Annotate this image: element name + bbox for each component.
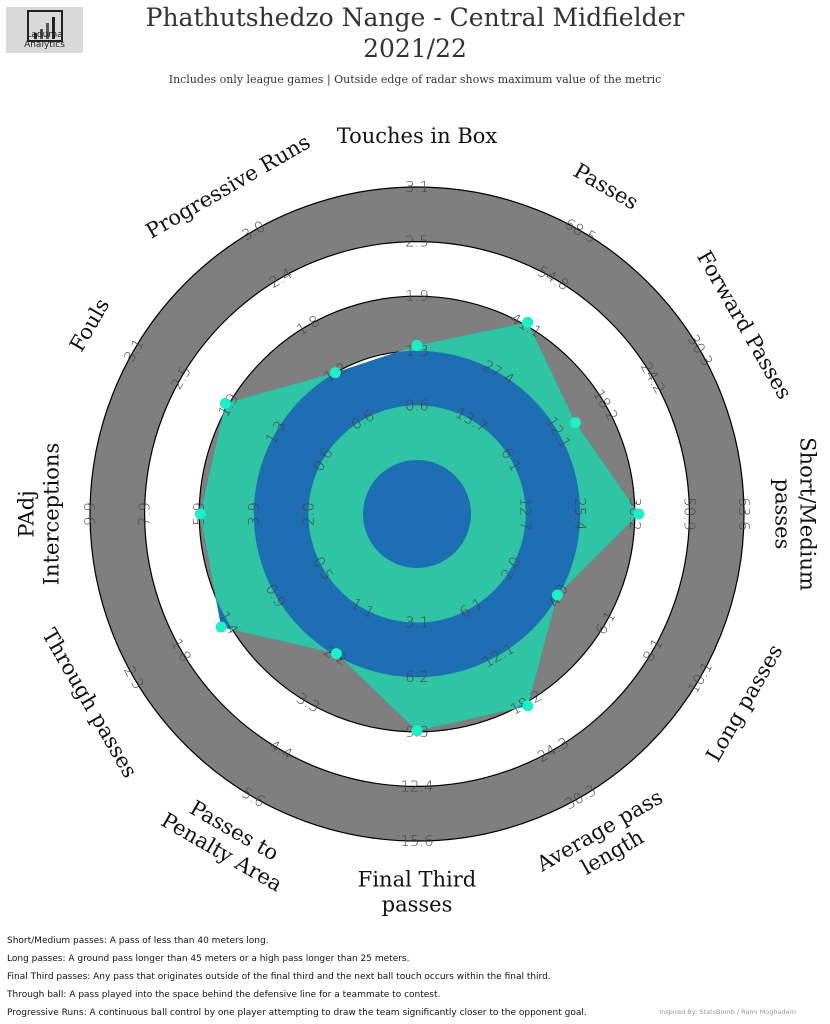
note-line: Short/Medium passes: A pass of less than… xyxy=(7,936,269,946)
tick-label: 0.6 xyxy=(405,396,429,414)
value-markers xyxy=(194,316,645,737)
axis-label-line: Short/Medium xyxy=(796,437,820,591)
tick-label: 12.7 xyxy=(517,497,535,530)
title-line-1: Phathutshedzo Nange - Central Midfielder xyxy=(145,3,685,32)
logo-bars-icon xyxy=(27,10,63,42)
note-line: Through ball: A pass played into the spa… xyxy=(7,990,441,1000)
axis-label-line: Final Third xyxy=(358,868,476,892)
axis-label-line: passes xyxy=(382,893,453,917)
value-marker xyxy=(219,397,231,409)
tick-label: 3.9 xyxy=(245,502,263,526)
tick-label: 15.6 xyxy=(400,832,433,850)
value-marker xyxy=(522,700,534,712)
tick-label: 6.2 xyxy=(405,668,429,686)
chart-title: Phathutshedzo Nange - Central Midfielder… xyxy=(0,2,830,64)
tick-label: 50.9 xyxy=(680,497,698,530)
tick-label: 63.6 xyxy=(735,497,753,530)
value-marker xyxy=(411,340,423,352)
title-line-2: 2021/22 xyxy=(363,34,467,63)
chart-subtitle: Includes only league games | Outside edg… xyxy=(168,73,662,86)
tick-label: 3.1 xyxy=(405,178,429,196)
axis-label-line: Touches in Box xyxy=(337,124,498,148)
note-line: Progressive Runs: A continuous ball cont… xyxy=(7,1008,587,1018)
value-marker xyxy=(194,508,206,520)
value-marker xyxy=(330,648,342,660)
axis-label: Touches in Box xyxy=(337,124,498,148)
value-marker xyxy=(411,725,423,737)
tick-label: 2.0 xyxy=(299,502,317,526)
value-marker xyxy=(215,621,227,633)
axis-label-line: PAdj xyxy=(15,490,39,537)
axis-label-line: Fouls xyxy=(65,294,114,355)
tick-label: 3.1 xyxy=(405,614,429,632)
tick-label: 25.4 xyxy=(571,497,589,530)
axis-label: Passes xyxy=(569,159,642,215)
note-line: Final Third passes: Any pass that origin… xyxy=(7,972,551,982)
credit: Inspired By: StatsBomb / Rami Moghadam xyxy=(659,1008,796,1016)
note-line: Long passes: A ground pass longer than 4… xyxy=(7,954,410,964)
series-center xyxy=(363,460,471,568)
tick-label: 12.4 xyxy=(400,777,433,795)
value-marker xyxy=(551,589,563,601)
value-marker xyxy=(569,417,581,429)
axis-label-line: Interceptions xyxy=(40,443,64,585)
value-marker xyxy=(329,367,341,379)
axis-label: PAdjInterceptions xyxy=(15,443,64,585)
value-marker xyxy=(522,316,534,328)
axis-label-line: passes xyxy=(771,479,795,550)
axis-label: Short/Mediumpasses xyxy=(771,437,820,591)
tick-label: 2.5 xyxy=(405,233,429,251)
logo-text: Laduma Analytics xyxy=(24,30,65,50)
tick-label: 9.9 xyxy=(81,502,99,526)
axis-label-line: Passes xyxy=(569,159,642,215)
axis-label: Fouls xyxy=(65,294,114,355)
logo: Laduma Analytics xyxy=(6,7,83,53)
axis-label-line: Long passes xyxy=(701,640,787,765)
tick-label: 1.9 xyxy=(405,287,429,305)
axis-label: Long passes xyxy=(701,640,787,765)
metric-notes: Short/Medium passes: A pass of less than… xyxy=(7,932,587,1022)
tick-label: 7.9 xyxy=(136,502,154,526)
value-marker xyxy=(633,508,645,520)
